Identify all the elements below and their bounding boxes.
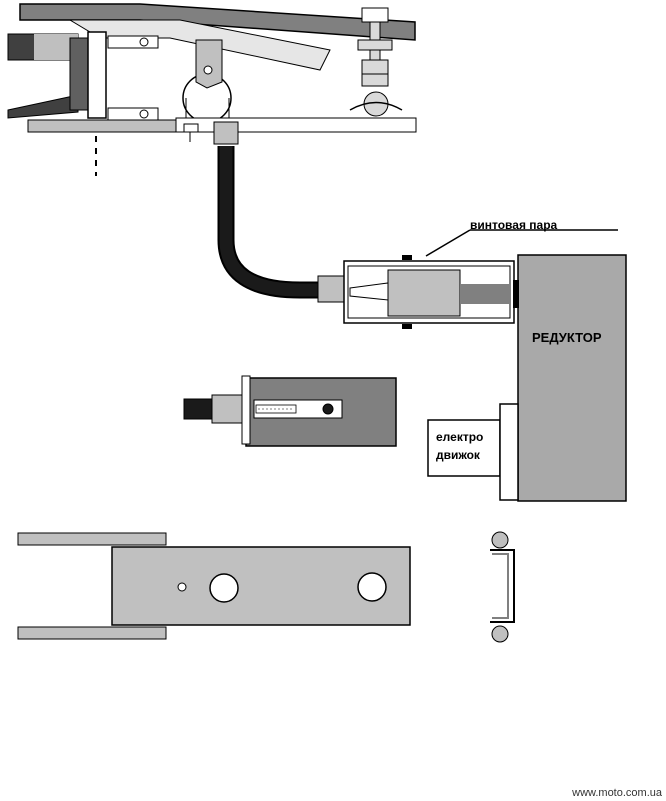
screw-nut-block xyxy=(387,269,461,317)
electric-motor xyxy=(427,403,519,501)
bearing-top xyxy=(107,35,159,49)
watermark: www.moto.com.ua xyxy=(572,787,662,799)
cable-coupling xyxy=(317,275,347,303)
profile-channel xyxy=(490,549,515,623)
motor-body xyxy=(427,419,501,477)
pulley-bracket xyxy=(195,39,223,89)
leader-line xyxy=(425,229,471,257)
reducer-shaft-stub xyxy=(513,280,519,308)
bracket-small-hole xyxy=(177,582,187,592)
profile-roller-top xyxy=(491,531,509,549)
nut-top xyxy=(357,39,393,51)
motor-label-line2: движок xyxy=(436,448,480,462)
rail-clamp xyxy=(213,121,239,145)
bolt-head xyxy=(361,7,389,23)
bottom-rail-left xyxy=(27,119,179,133)
drum-core xyxy=(69,37,91,111)
bottom-rail xyxy=(175,117,417,133)
drum-cone xyxy=(7,94,79,119)
nut-detail-face xyxy=(241,375,251,445)
pulley-pin xyxy=(203,65,213,75)
nut-mid xyxy=(361,59,389,75)
top-frame-plate xyxy=(19,3,416,41)
housing-mark-top xyxy=(402,255,412,260)
bracket-plate xyxy=(17,532,411,640)
screw-pair-label: винтовая пара xyxy=(470,218,558,232)
bearing-top-icon xyxy=(139,37,149,47)
screw-shaft xyxy=(460,284,510,304)
bracket-hole-right xyxy=(357,572,387,602)
housing-mark-bottom xyxy=(402,324,412,329)
channel-profile xyxy=(490,531,515,643)
reducer-label: РЕДУКТОР xyxy=(532,330,602,345)
motor-flange xyxy=(499,403,519,501)
nut-detail xyxy=(183,375,397,447)
bracket-hole-left xyxy=(209,573,239,603)
reducer-body xyxy=(517,254,627,502)
screw-pair-housing xyxy=(317,229,618,329)
nut-low xyxy=(361,73,389,87)
variator-assembly xyxy=(7,3,417,176)
bracket-arm-bottom xyxy=(17,626,167,640)
nut-detail-pin xyxy=(322,403,334,415)
nut-detail-cable-stub xyxy=(183,398,213,420)
bearing-bottom xyxy=(107,107,159,121)
drum-disk xyxy=(87,31,107,119)
profile-channel-inner xyxy=(492,553,509,619)
flex-cable-inner xyxy=(219,146,318,297)
bearing-bottom-icon xyxy=(139,109,149,119)
nut-detail-coupling xyxy=(211,394,243,424)
profile-roller-bottom xyxy=(491,625,509,643)
rail-tab xyxy=(183,123,199,133)
nut-detail-slot xyxy=(253,399,343,419)
ball-cup xyxy=(349,101,403,111)
bracket-arm-top xyxy=(17,532,167,546)
reducer-gearbox xyxy=(513,254,627,502)
motor-label-line1: електро xyxy=(436,430,484,444)
